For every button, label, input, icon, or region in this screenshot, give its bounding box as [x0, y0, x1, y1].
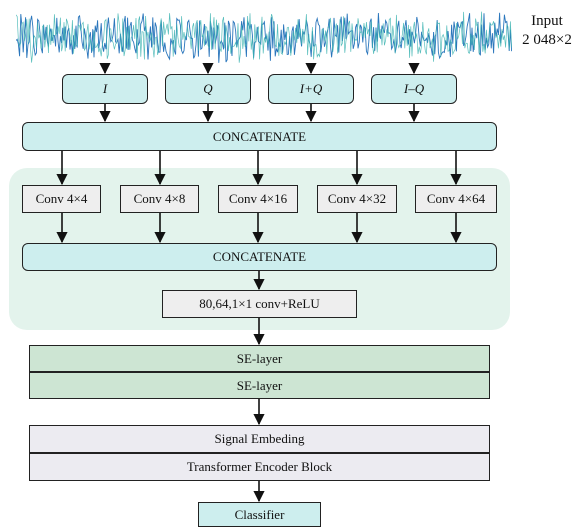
q-waveform-trace — [16, 11, 512, 63]
classifier-box: Classifier — [198, 502, 321, 527]
conv-1x1-relu-box: 80,64,1×1 conv+ReLU — [162, 290, 357, 318]
input-shape: 2 048×2 — [522, 32, 572, 48]
concatenate-input-channels: CONCATENATE — [22, 122, 497, 151]
input-label: Input 2 048×2 — [514, 12, 580, 50]
conv-4x8-box: Conv 4×8 — [120, 185, 199, 213]
input-title: Input — [531, 13, 563, 29]
conv-4x64-box: Conv 4×64 — [415, 185, 497, 213]
channel-box-i-minus-q: I–Q — [371, 74, 457, 104]
channel-box-i: I — [62, 74, 148, 104]
signal-embedding-box: Signal Embeding — [29, 425, 490, 453]
i-waveform-trace — [16, 12, 512, 63]
se-layer-2: SE-layer — [29, 372, 490, 399]
se-layer-1: SE-layer — [29, 345, 490, 372]
channel-box-i-plus-q: I+Q — [268, 74, 354, 104]
conv-4x4-box: Conv 4×4 — [22, 185, 101, 213]
conv-4x32-box: Conv 4×32 — [317, 185, 397, 213]
channel-box-q: Q — [165, 74, 251, 104]
input-signal-waveform — [16, 11, 512, 63]
conv-4x16-box: Conv 4×16 — [218, 185, 298, 213]
concatenate-conv-outputs: CONCATENATE — [22, 243, 497, 271]
transformer-encoder-box: Transformer Encoder Block — [29, 453, 490, 481]
